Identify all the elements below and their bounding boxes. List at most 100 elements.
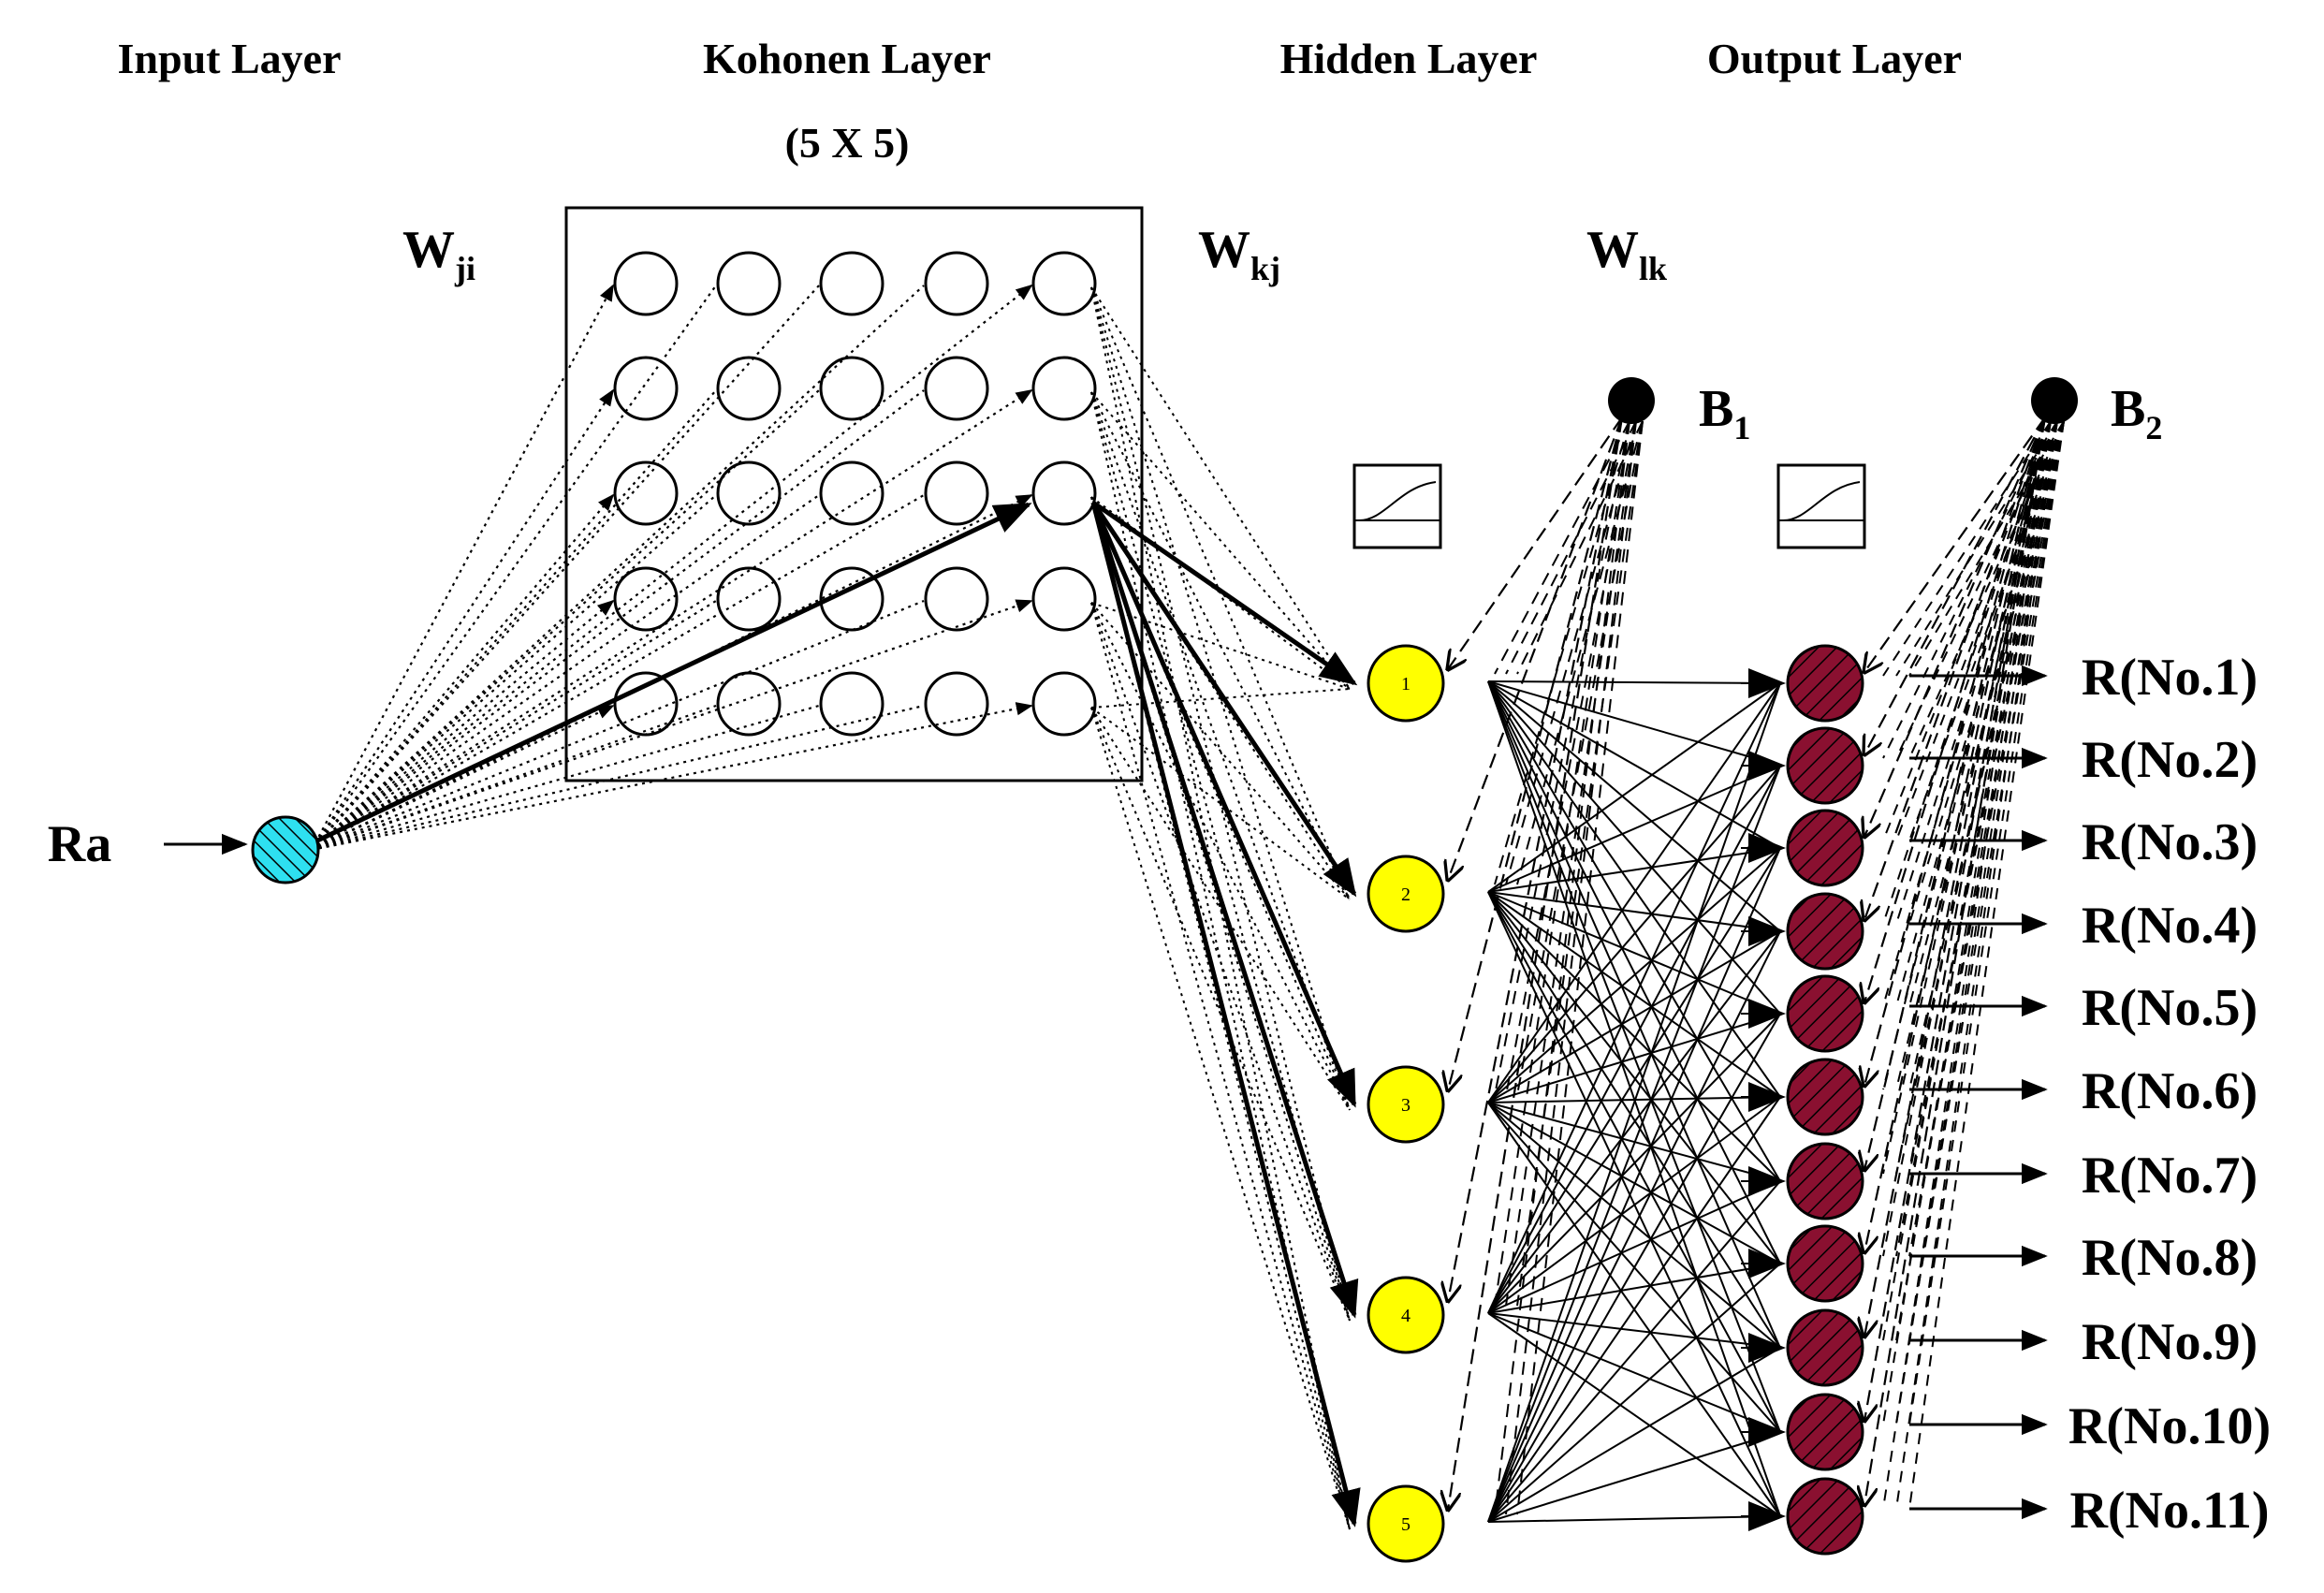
header-hidden-layer: Hidden Layer — [1280, 35, 1538, 82]
connection-input-kohonen — [311, 704, 820, 852]
bias1-connection — [1448, 417, 1624, 1090]
connection-kohonen-hidden — [1090, 707, 1351, 1111]
connection-kohonen-hidden — [1090, 602, 1351, 1530]
bias2-connection — [1864, 417, 2047, 1421]
connection-input-kohonen — [311, 389, 717, 851]
connection-hidden-output — [1487, 1312, 1781, 1433]
output-label: R(No.10) — [2068, 1397, 2271, 1455]
header-kohonen-layer: Kohonen Layer — [703, 35, 991, 82]
connection-hidden-output — [1487, 847, 1781, 1523]
connection-hidden-output — [1487, 680, 1781, 849]
kohonen-neuron — [716, 251, 782, 316]
connection-kohonen-hidden — [1090, 286, 1351, 690]
bias1-connection — [1505, 420, 1637, 1096]
output-node — [1786, 1477, 1864, 1556]
output-labels: R(No.1)R(No.2)R(No.3)R(No.4)R(No.5)R(No.… — [2068, 649, 2271, 1540]
bias2-connection — [1882, 420, 2052, 1341]
bias2-connection — [1895, 420, 2058, 1257]
connection-hidden-output — [1487, 1431, 1781, 1523]
connection-input-kohonen — [311, 284, 614, 851]
bias1-connection — [1516, 420, 1644, 885]
connection-input-kohonen — [311, 285, 717, 851]
connection-hidden-output — [1487, 930, 1781, 1314]
kohonen-neuron — [1031, 566, 1097, 632]
output-label: R(No.6) — [2082, 1062, 2258, 1120]
kohonen-neuron — [613, 460, 679, 526]
connection-kohonen-hidden — [1090, 707, 1351, 1530]
hidden-node — [1367, 855, 1445, 933]
bias2-connection — [1882, 420, 2052, 1175]
bias2-connection — [1908, 420, 2065, 1510]
header-output-layer: Output Layer — [1707, 35, 1962, 82]
bias2-connection — [1908, 420, 2065, 925]
connection-kohonen-hidden — [1090, 286, 1351, 1530]
hidden-node — [1367, 1065, 1445, 1144]
connection-input-kohonen — [311, 493, 615, 851]
bias-label-b2: B2 — [2111, 380, 2162, 446]
sigmoid-transfer-icon — [1776, 463, 1866, 549]
output-label: R(No.11) — [2069, 1482, 2269, 1540]
connection-hidden-output — [1487, 847, 1781, 1314]
kohonen-neuron — [1031, 671, 1097, 737]
bias-node-b1 — [1608, 377, 1655, 424]
bias2-connection — [1895, 420, 2058, 759]
hidden-node — [1367, 644, 1445, 723]
connection-hidden-output — [1487, 1347, 1781, 1523]
bias1-connection — [1494, 420, 1630, 1515]
output-node — [1786, 809, 1864, 887]
output-node — [1786, 1058, 1864, 1136]
connection-hidden-output — [1487, 682, 1781, 1103]
header-input-layer: Input Layer — [118, 35, 342, 82]
connection-kohonen-hidden — [1090, 496, 1351, 900]
connection-hidden-output — [1487, 891, 1781, 1015]
winning-neuron-hidden-connection — [1090, 502, 1359, 1319]
bias2-connection — [1882, 420, 2052, 841]
kohonen-neuron — [716, 566, 782, 632]
connection-input-kohonen — [311, 705, 615, 851]
bias-node-b2 — [2031, 377, 2078, 424]
connection-input-kohonen — [311, 599, 615, 851]
kohonen-neuron — [819, 566, 884, 632]
bias2-connection — [1864, 417, 2046, 754]
kohonen-neuron — [716, 356, 782, 421]
bias2-connection — [1864, 417, 2047, 1252]
connection-input-kohonen — [311, 599, 1033, 852]
output-node — [1786, 1142, 1864, 1220]
bias2-connection — [1864, 417, 2047, 1505]
connection-hidden-output — [1487, 765, 1781, 1523]
input-label-ra: Ra — [48, 815, 111, 873]
bias2-connection — [1864, 417, 2047, 1086]
connection-hidden-output — [1487, 680, 1781, 684]
kohonen-neuron — [716, 671, 782, 737]
bias2-connection — [1882, 420, 2052, 759]
header-kohonen-size: (5 X 5) — [785, 119, 910, 167]
bias-label-b1: B1 — [1699, 380, 1750, 446]
connection-kohonen-hidden — [1090, 602, 1351, 1111]
output-label: R(No.7) — [2082, 1147, 2258, 1205]
kohonen-neuron — [924, 460, 989, 526]
connection-input-kohonen — [311, 284, 1033, 851]
winning-neuron-hidden-connection — [1090, 501, 1357, 898]
connection-kohonen-hidden — [1090, 707, 1351, 1322]
kohonen-neuron — [716, 460, 782, 526]
connection-hidden-output — [1487, 1312, 1781, 1349]
input-node — [251, 815, 320, 884]
output-node — [1786, 1224, 1864, 1303]
output-node — [1786, 892, 1864, 971]
bias2-connection — [1908, 420, 2065, 1257]
hidden-node — [1367, 1276, 1445, 1354]
kohonen-neuron — [819, 460, 884, 526]
winning-neuron-hidden-connection — [1090, 502, 1357, 1108]
winning-neuron-hidden-connection — [1090, 502, 1361, 1527]
output-label: R(No.5) — [2082, 979, 2258, 1037]
connection-hidden-output — [1487, 1180, 1781, 1523]
bias2-connection — [1864, 417, 2047, 837]
output-node — [1786, 726, 1864, 805]
output-label: R(No.9) — [2082, 1313, 2258, 1371]
weight-label-wlk: Wlk — [1586, 221, 1667, 287]
output-label: R(No.2) — [2082, 731, 2258, 789]
kohonen-neuron — [924, 356, 989, 421]
connection-input-kohonen — [311, 599, 925, 852]
